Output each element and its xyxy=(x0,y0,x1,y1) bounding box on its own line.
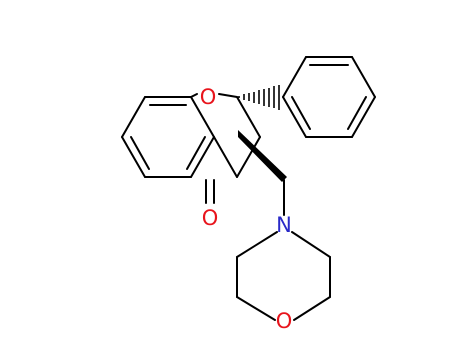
phenyl-ring xyxy=(282,56,376,138)
bond xyxy=(347,96,367,130)
bond xyxy=(351,56,376,98)
bond xyxy=(121,96,146,138)
bond xyxy=(190,136,215,178)
morpholine-oxygen-label: O xyxy=(276,309,293,333)
morpholine-ring xyxy=(236,231,331,321)
bond xyxy=(236,96,261,138)
bond xyxy=(282,56,307,98)
benzo-ring xyxy=(121,96,215,178)
bond xyxy=(190,93,198,98)
bond xyxy=(213,136,238,178)
bond xyxy=(130,136,150,170)
bond xyxy=(236,136,261,178)
bond xyxy=(190,96,215,138)
solid-wedge-bond xyxy=(238,130,287,182)
bond xyxy=(218,93,238,98)
bond xyxy=(236,296,276,321)
bond xyxy=(186,136,206,170)
hashed-wedge-bond xyxy=(238,85,280,110)
bond xyxy=(236,231,278,258)
bond xyxy=(282,96,307,138)
carbonyl-oxygen-label: O xyxy=(202,206,219,230)
pyranone-ring xyxy=(190,93,261,204)
bond xyxy=(121,136,146,178)
ring-oxygen-label: O xyxy=(200,85,217,109)
nitrogen-label: N xyxy=(276,213,292,237)
bond xyxy=(291,96,311,130)
bond xyxy=(291,231,331,258)
bond xyxy=(351,96,376,138)
bond xyxy=(293,296,331,321)
